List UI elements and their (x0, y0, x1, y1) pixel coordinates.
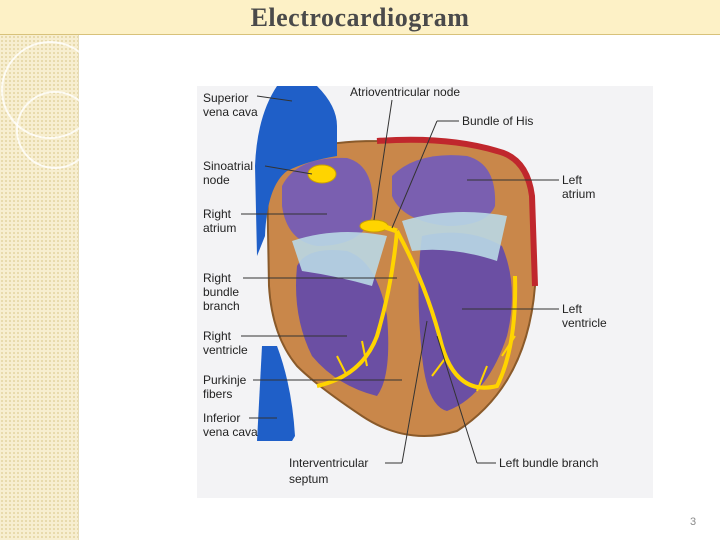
label-atrioventricular-node: Atrioventricular node (350, 86, 460, 99)
label-bundle-of-his: Bundle of His (462, 114, 533, 128)
label-sinoatrial-node: Sinoatrial node (203, 159, 256, 187)
label-superior-vena-cava: Superior vena cava (203, 91, 258, 119)
left-bundle-branch-path (395, 230, 518, 390)
page-number: 3 (690, 516, 697, 528)
aorta-rim (376, 136, 538, 287)
left-atrium-chamber (392, 155, 496, 226)
label-right-atrium: Right atrium (203, 207, 236, 235)
title-bar (0, 0, 720, 35)
inferior-vena-cava-vessel (257, 346, 295, 441)
label-purkinje-fibers: Purkinje fibers (203, 373, 250, 401)
sinoatrial-node-shape (307, 164, 337, 184)
leader-bundle-of-his-2 (391, 120, 438, 229)
slide-title: Electrocardiogram (250, 3, 470, 32)
leader-interventricular-septum-2 (401, 320, 428, 464)
right-bundle-branch-path (316, 230, 399, 388)
superior-vena-cava-vessel (255, 86, 337, 256)
heart-conduction-diagram: Superior vena cava Sinoatrial node Right… (197, 86, 653, 498)
label-right-bundle-branch: Right bundle branch (203, 271, 242, 313)
leader-atrioventricular-node (373, 99, 393, 221)
label-left-bundle-branch: Left bundle branch (499, 456, 598, 470)
leader-left-bundle-branch-2 (436, 335, 478, 464)
leader-sinoatrial-node (264, 165, 313, 175)
left-ventricle-chamber (418, 232, 512, 411)
label-interventricular-septum: Interventricular septum (289, 456, 372, 486)
label-left-atrium: Left atrium (562, 173, 595, 201)
mitral-valve (402, 212, 507, 261)
right-atrium-chamber (282, 157, 373, 246)
purkinje-fibers-paths (336, 335, 516, 392)
tricuspid-valve (292, 232, 387, 286)
decorative-side-panel (0, 35, 79, 540)
label-left-ventricle: Left ventricle (562, 302, 607, 330)
label-right-ventricle: Right ventricle (203, 329, 248, 357)
label-inferior-vena-cava: Inferior vena cava (203, 411, 258, 439)
decorative-circles (1, 41, 90, 169)
bundle-of-his-path (381, 223, 398, 234)
leader-superior-vena-cava (256, 95, 293, 102)
